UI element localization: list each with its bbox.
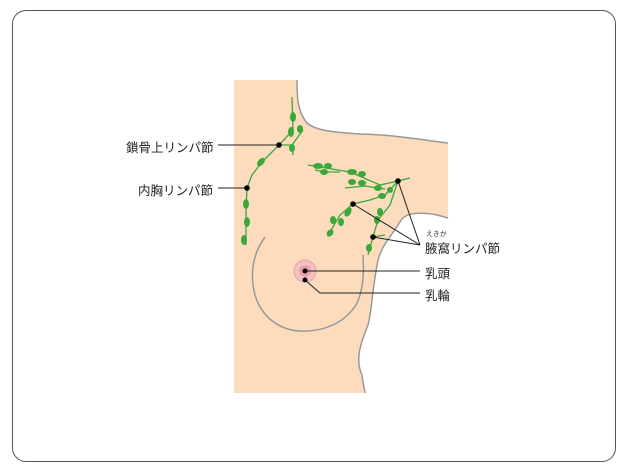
label-nipple: 乳頭 (425, 266, 451, 281)
diagram-frame (12, 10, 616, 462)
label-areola: 乳輪 (425, 288, 451, 303)
leader-lines (218, 144, 421, 294)
armpit-outline (357, 212, 449, 394)
lymph-nodes (241, 112, 393, 252)
label-axillary-ruby: えきか (426, 230, 447, 238)
shoulder-outline (296, 79, 449, 144)
label-axillary-nodes: 腋窩リンパ節 (425, 241, 501, 256)
body-silhouette (234, 80, 448, 393)
label-internal-mammary-nodes: 内胸リンパ節 (138, 183, 214, 198)
node-markers (244, 142, 401, 283)
label-supraclavicular-nodes: 鎖骨上リンパ節 (126, 140, 214, 155)
